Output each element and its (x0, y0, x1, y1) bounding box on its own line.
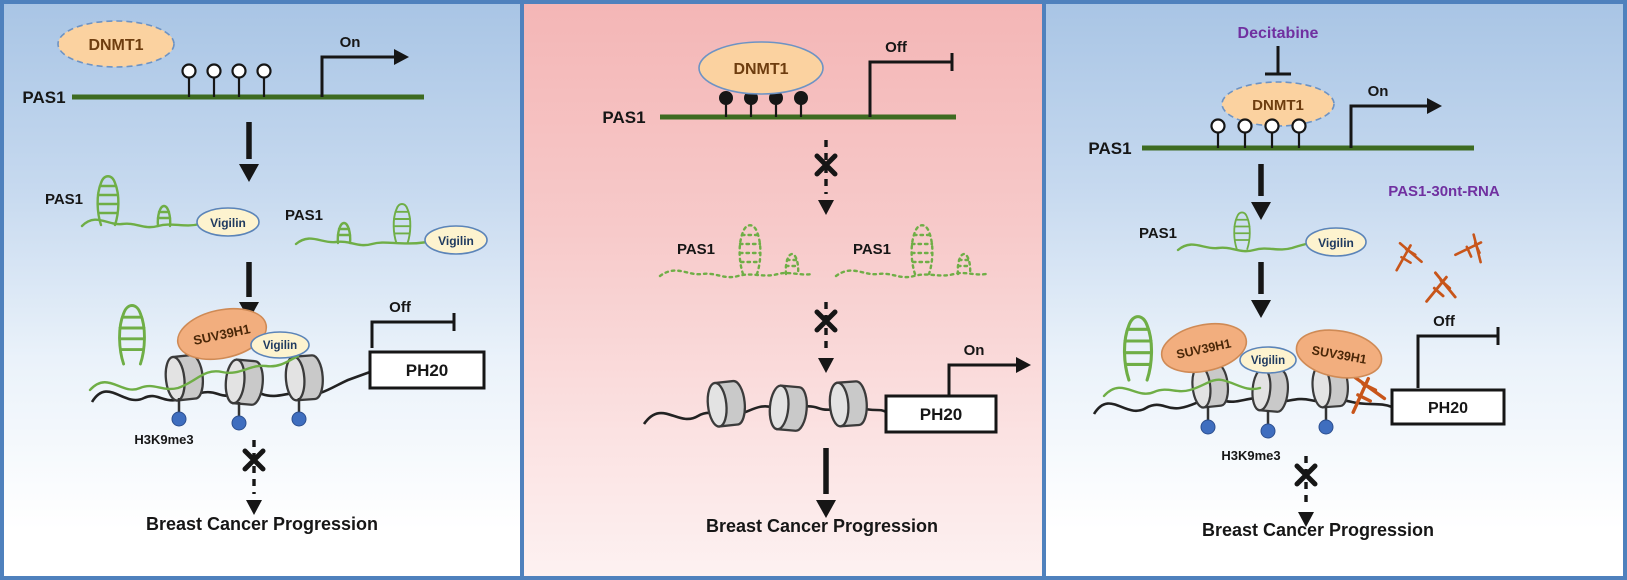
nucleosome (283, 353, 326, 403)
down-arrow (816, 448, 836, 518)
blocked-dashed-arrow (814, 140, 838, 215)
down-arrow (1251, 262, 1271, 318)
panel-decitabine-treatment: Decitabine DNMT1 PAS1 On (1046, 4, 1623, 576)
cpg-sites-methylated (719, 91, 808, 117)
silenced-chromatin: SUV39H1 Vigilin SUV39H1 (1092, 315, 1393, 439)
pas1-rna-structure (294, 203, 430, 247)
vigilin-protein: Vigilin (1305, 227, 1367, 257)
pas1-rna-degraded (834, 224, 988, 279)
dnmt1-ellipse (698, 41, 824, 95)
nucleosome (827, 379, 870, 429)
dna-strand (1092, 397, 1393, 415)
x-mark (814, 309, 838, 333)
down-arrow (239, 122, 259, 182)
silenced-chromatin: SUV39H1 Vigilin (88, 304, 371, 431)
vigilin-protein: Vigilin (424, 225, 488, 255)
transcription-off-bar (370, 313, 456, 348)
diagram-pas1-active: DNMT1 PAS1 On PAS1 (22, 20, 488, 534)
transcription-off-bar (868, 53, 954, 117)
vigilin-label: Vigilin (210, 216, 246, 230)
down-arrow (239, 262, 259, 320)
pas1-rna-degraded-label: PAS1 (677, 241, 715, 258)
inhibition-bar (1265, 46, 1291, 76)
vigilin-protein: Vigilin (1239, 346, 1297, 374)
decitabine-label: Decitabine (1238, 25, 1319, 42)
pas1-rna-label: PAS1 (45, 191, 83, 208)
pas1-rna-on-chromatin (1102, 378, 1262, 398)
cpg-sites-unmethylated (181, 63, 272, 97)
on-label: On (964, 342, 985, 359)
nucleosome (766, 383, 810, 433)
panel-pas1-methylated: PAS1 DNMT1 Off PAS1 (524, 4, 1042, 576)
pas1-rna-label: PAS1 (285, 207, 323, 224)
h3k9me3-label: H3K9me3 (134, 432, 193, 447)
dnmt1-ellipse (57, 20, 175, 68)
transcription-on-arrow (1349, 98, 1442, 148)
pas1-rna-structure (1176, 211, 1308, 253)
transcription-on-arrow (320, 49, 409, 97)
vigilin-protein: Vigilin (250, 331, 310, 359)
pas1-rna-on-chromatin (88, 354, 300, 392)
blocked-dashed-arrow (814, 302, 838, 373)
nucleosome (704, 378, 749, 429)
ph20-label: PH20 (1428, 400, 1468, 417)
outcome-label: Breast Cancer Progression (146, 514, 378, 534)
pas1-rna-degraded-label: PAS1 (853, 241, 891, 258)
ph20-label: PH20 (920, 405, 963, 424)
diagram-decitabine: Decitabine DNMT1 PAS1 On (1088, 25, 1506, 540)
vigilin-label: Vigilin (1251, 355, 1285, 367)
pas1-rna-structure (80, 175, 202, 229)
pas1-gene-label: PAS1 (22, 88, 65, 107)
h3k9me3-marks (1200, 406, 1334, 439)
small-rna (1390, 238, 1424, 272)
small-rna-cluster (1390, 229, 1492, 303)
vigilin-label: Vigilin (438, 234, 474, 248)
ph20-gene-box: PH20 (1390, 388, 1506, 426)
pas1-gene-label: PAS1 (602, 108, 645, 127)
vigilin-protein: Vigilin (196, 207, 260, 237)
outcome-label: Breast Cancer Progression (706, 516, 938, 536)
h3k9me3-label: H3K9me3 (1221, 448, 1280, 463)
transcription-on-arrow (947, 357, 1031, 396)
pas1-rna-label: PAS1 (1139, 225, 1177, 242)
x-mark (814, 153, 838, 177)
x-mark (242, 448, 266, 472)
dnmt1-label: DNMT1 (88, 37, 143, 54)
pas1-30nt-rna-label: PAS1-30nt-RNA (1388, 183, 1500, 200)
down-arrow (1251, 164, 1271, 220)
pas1-rna-hairpin (1122, 315, 1154, 382)
nucleosome (1249, 366, 1291, 414)
blocked-dashed-arrow (1294, 456, 1318, 527)
open-chromatin (642, 378, 887, 433)
ph20-label: PH20 (406, 361, 449, 380)
vigilin-label: Vigilin (1318, 236, 1354, 250)
pas1-rna-degraded (658, 224, 814, 279)
suv39h1-protein: SUV39H1 (1295, 329, 1383, 379)
off-label: Off (389, 299, 412, 316)
ph20-gene-box: PH20 (884, 394, 998, 434)
h3k9me3-marks (171, 398, 307, 431)
cpg-sites-unmethylated (1210, 118, 1307, 148)
on-label: On (1368, 83, 1389, 100)
pas1-rna-hairpin (118, 304, 146, 366)
off-label: Off (1433, 313, 1456, 330)
ph20-gene-box: PH20 (368, 350, 486, 390)
outcome-label: Breast Cancer Progression (1202, 520, 1434, 540)
diagram-pas1-methylated: PAS1 DNMT1 Off PAS1 (602, 39, 1031, 536)
panel-pas1-active: DNMT1 PAS1 On PAS1 (4, 4, 520, 576)
vigilin-label: Vigilin (263, 340, 297, 352)
off-label: Off (885, 39, 908, 56)
small-rna (1454, 229, 1492, 268)
blocked-dashed-arrow (242, 440, 266, 515)
on-label: On (340, 34, 361, 51)
transcription-off-bar (1416, 327, 1500, 388)
x-mark (1294, 463, 1318, 487)
suv39h1-protein: SUV39H1 (1160, 322, 1248, 374)
dnmt1-label: DNMT1 (1252, 97, 1304, 114)
dnmt1-label: DNMT1 (733, 61, 788, 78)
suv39h1-protein: SUV39H1 (176, 307, 268, 361)
pas1-gene-label: PAS1 (1088, 139, 1131, 158)
small-rna (1425, 271, 1457, 303)
